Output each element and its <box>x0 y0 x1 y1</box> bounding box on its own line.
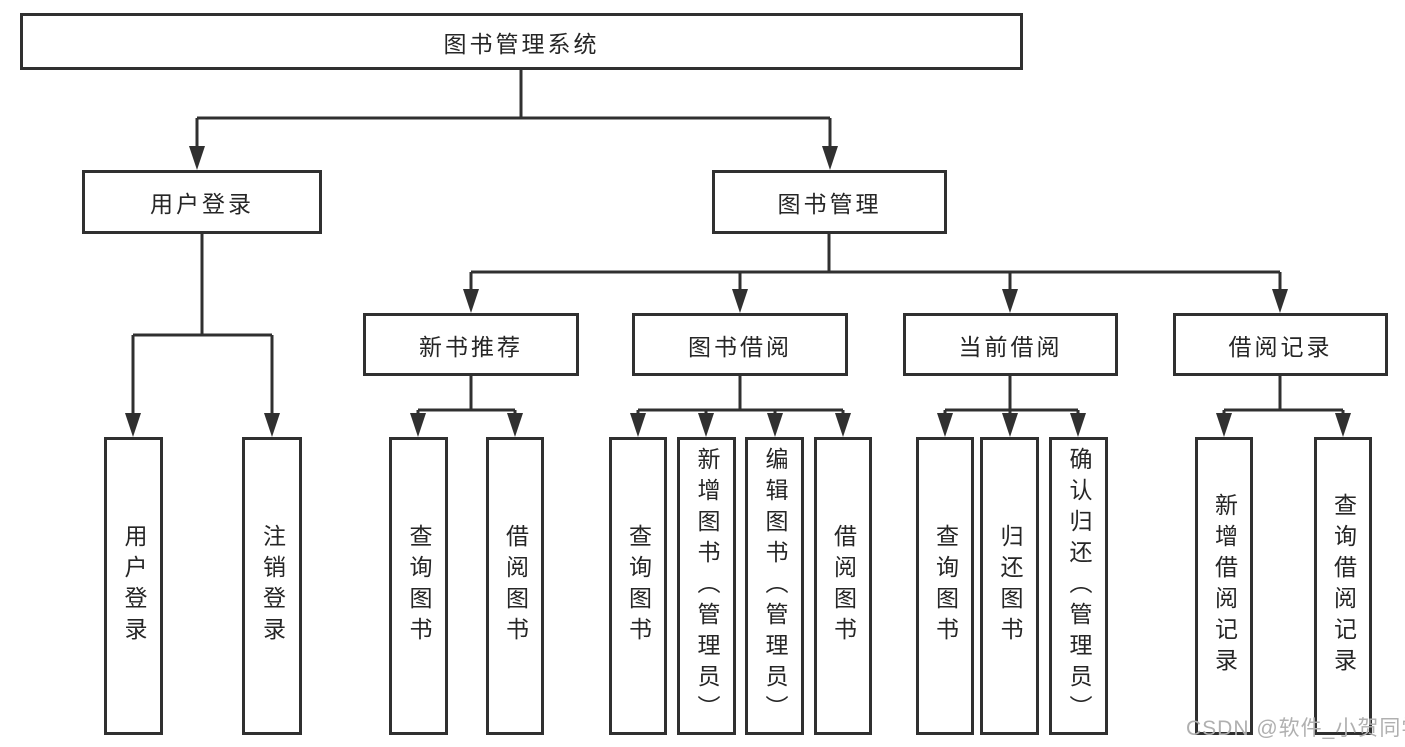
node-new-book-recommendation: 新书推荐 <box>363 313 579 376</box>
node-root-library-management-system: 图书管理系统 <box>20 13 1023 70</box>
leaf-query-books-current: 查询图书 <box>916 437 974 735</box>
leaf-confirm-return-admin: 确认归还（管理员） <box>1049 437 1108 735</box>
leaf-logout: 注销登录 <box>242 437 302 735</box>
leaf-edit-books-admin: 编辑图书（管理员） <box>745 437 804 735</box>
leaf-user-login: 用户登录 <box>104 437 163 735</box>
node-current-borrowing: 当前借阅 <box>903 313 1118 376</box>
leaf-query-borrow-record: 查询借阅记录 <box>1314 437 1372 735</box>
leaf-borrow-books: 借阅图书 <box>814 437 872 735</box>
leaf-add-books-admin: 新增图书（管理员） <box>677 437 736 735</box>
node-book-borrowing: 图书借阅 <box>632 313 848 376</box>
node-borrowing-records: 借阅记录 <box>1173 313 1388 376</box>
leaf-query-books-recommend: 查询图书 <box>389 437 448 735</box>
leaf-add-borrow-record: 新增借阅记录 <box>1195 437 1253 735</box>
csdn-watermark: CSDN @软件_小贺同学 <box>1186 717 1405 740</box>
leaf-query-books-borrow: 查询图书 <box>609 437 667 735</box>
leaf-return-books: 归还图书 <box>980 437 1039 735</box>
leaf-borrow-books-recommend: 借阅图书 <box>486 437 544 735</box>
node-book-management: 图书管理 <box>712 170 947 234</box>
node-user-login: 用户登录 <box>82 170 322 234</box>
